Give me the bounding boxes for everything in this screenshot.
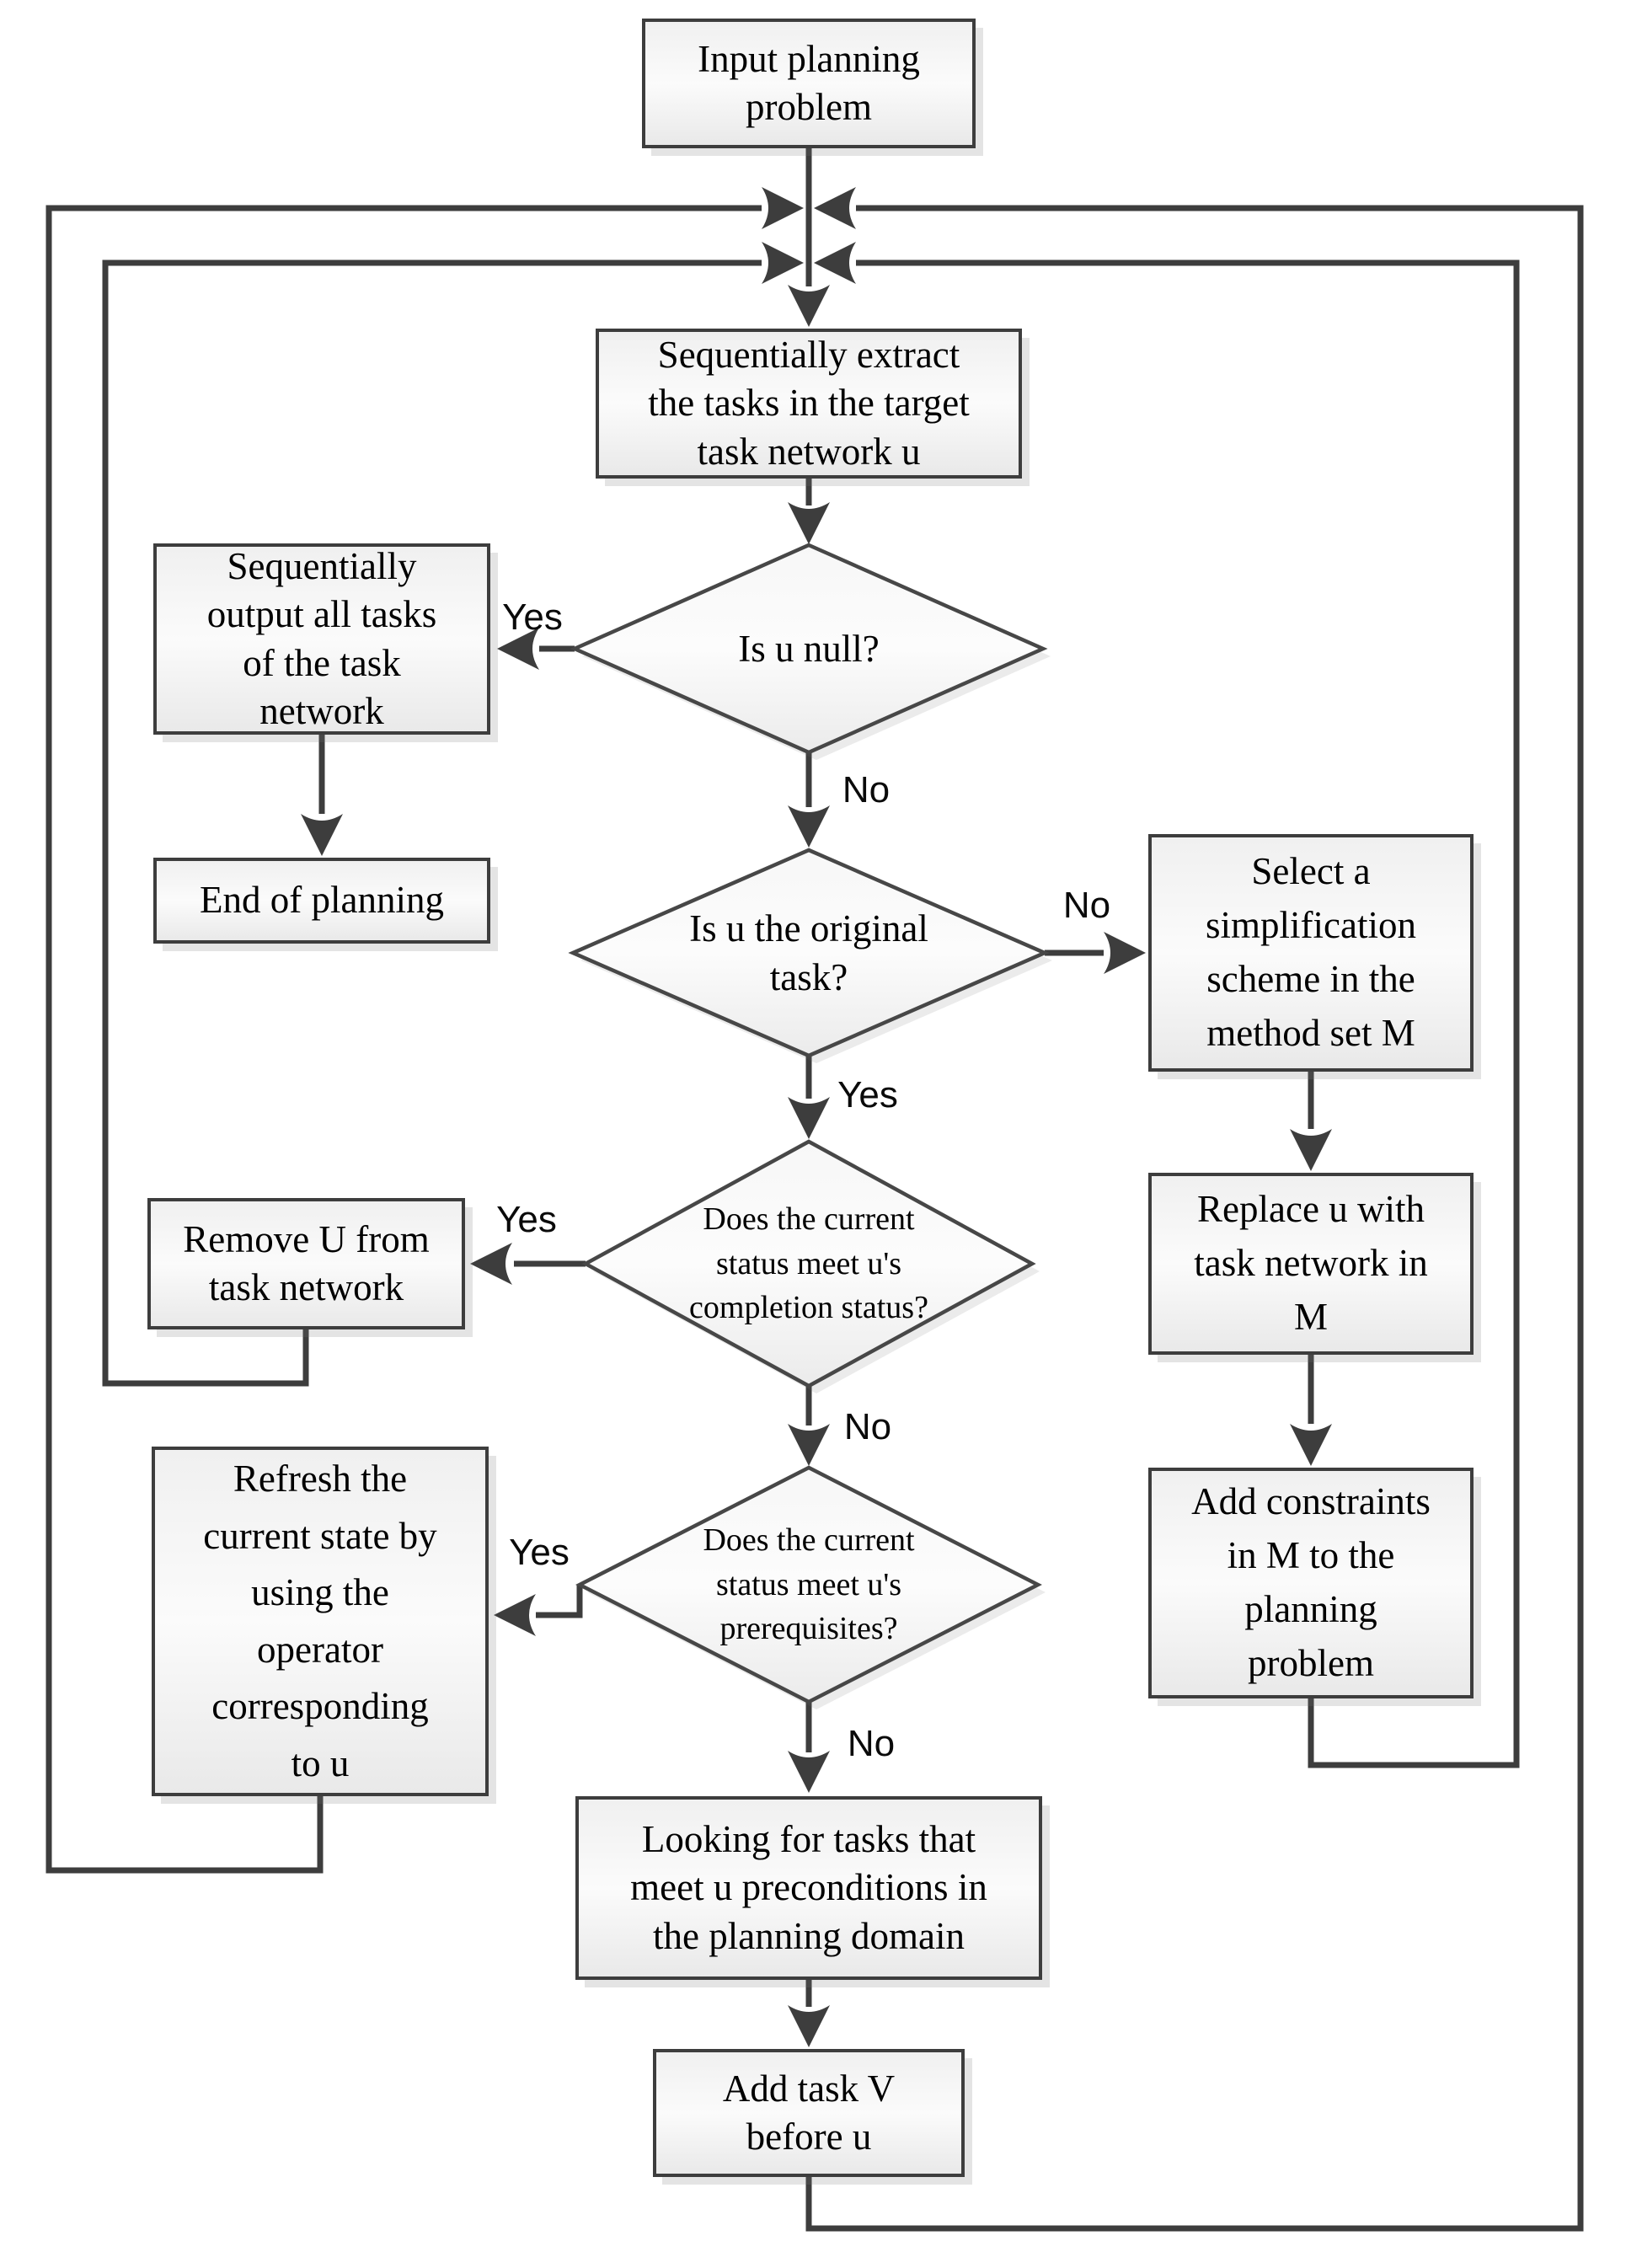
- node-sequentially-output-all-tasks: Sequentially output all tasks of the tas…: [153, 543, 490, 735]
- decision-meets-completion-status: [581, 1139, 1036, 1388]
- edge-removeu-inner-loop: [102, 259, 762, 1387]
- node-remove-u-from-task-network: Remove U from task network: [147, 1198, 465, 1329]
- arrowhead-into-addtaskv: [788, 2005, 830, 2047]
- arrowhead-into-select: [1104, 932, 1146, 974]
- node-replace-u-with-task-network: Replace u with task network in M: [1148, 1173, 1474, 1355]
- edge-label-prereq-no: No: [847, 1723, 896, 1764]
- arrowhead-outer-left-merge: [762, 187, 804, 229]
- arrowhead-into-prereq: [788, 1424, 830, 1466]
- edge-refresh-outer-loop: [45, 205, 762, 1874]
- arrowhead-into-isoriginal: [788, 805, 830, 848]
- arrowhead-into-outputall: [497, 628, 539, 670]
- decision-meets-prerequisites: [575, 1465, 1042, 1704]
- edge-label-completion-yes: Yes: [496, 1199, 557, 1240]
- edge-addtaskv-outer-loop: [805, 205, 1584, 2232]
- edge-prereq-yes: [536, 1585, 583, 1618]
- arrowhead-into-looking: [788, 1751, 830, 1793]
- node-input-planning-problem: Input planning problem: [642, 19, 976, 148]
- arrowhead-into-replace: [1290, 1129, 1332, 1171]
- edge-label-isnull-yes: Yes: [502, 596, 563, 638]
- arrowhead-into-removeu: [470, 1243, 512, 1285]
- edge-addconstraints-inner-loop: [856, 259, 1520, 1768]
- arrowhead-inner-right-merge: [814, 242, 856, 284]
- decision-is-u-null: [570, 543, 1048, 755]
- node-looking-for-tasks: Looking for tasks that meet u preconditi…: [575, 1796, 1042, 1980]
- node-sequentially-extract-tasks: Sequentially extract the tasks in the ta…: [596, 329, 1022, 479]
- arrowhead-into-refresh: [494, 1594, 536, 1636]
- decision-is-u-original-task: [568, 848, 1050, 1058]
- node-end-of-planning: End of planning: [153, 858, 490, 944]
- node-add-task-v-before-u: Add task V before u: [653, 2049, 965, 2177]
- node-add-constraints-in-m: Add constraints in M to the planning pro…: [1148, 1468, 1474, 1698]
- edge-label-isoriginal-yes: Yes: [837, 1074, 898, 1115]
- arrowhead-outer-right-merge: [814, 187, 856, 229]
- arrowhead-into-extract: [788, 285, 830, 327]
- arrowhead-into-isnull: [788, 502, 830, 544]
- node-select-simplification-scheme: Select a simplification scheme in the me…: [1148, 834, 1474, 1072]
- edge-label-completion-no: No: [843, 1406, 892, 1447]
- arrowhead-into-completion: [788, 1097, 830, 1139]
- edge-label-isnull-no: No: [842, 769, 891, 810]
- edge-label-isoriginal-no: No: [1062, 885, 1111, 926]
- arrowhead-into-addconstraints: [1290, 1424, 1332, 1466]
- arrowhead-inner-left-merge: [762, 242, 804, 284]
- node-refresh-current-state: Refresh the current state by using the o…: [152, 1447, 489, 1796]
- edge-label-prereq-yes: Yes: [509, 1532, 570, 1573]
- arrowhead-into-end: [301, 814, 343, 856]
